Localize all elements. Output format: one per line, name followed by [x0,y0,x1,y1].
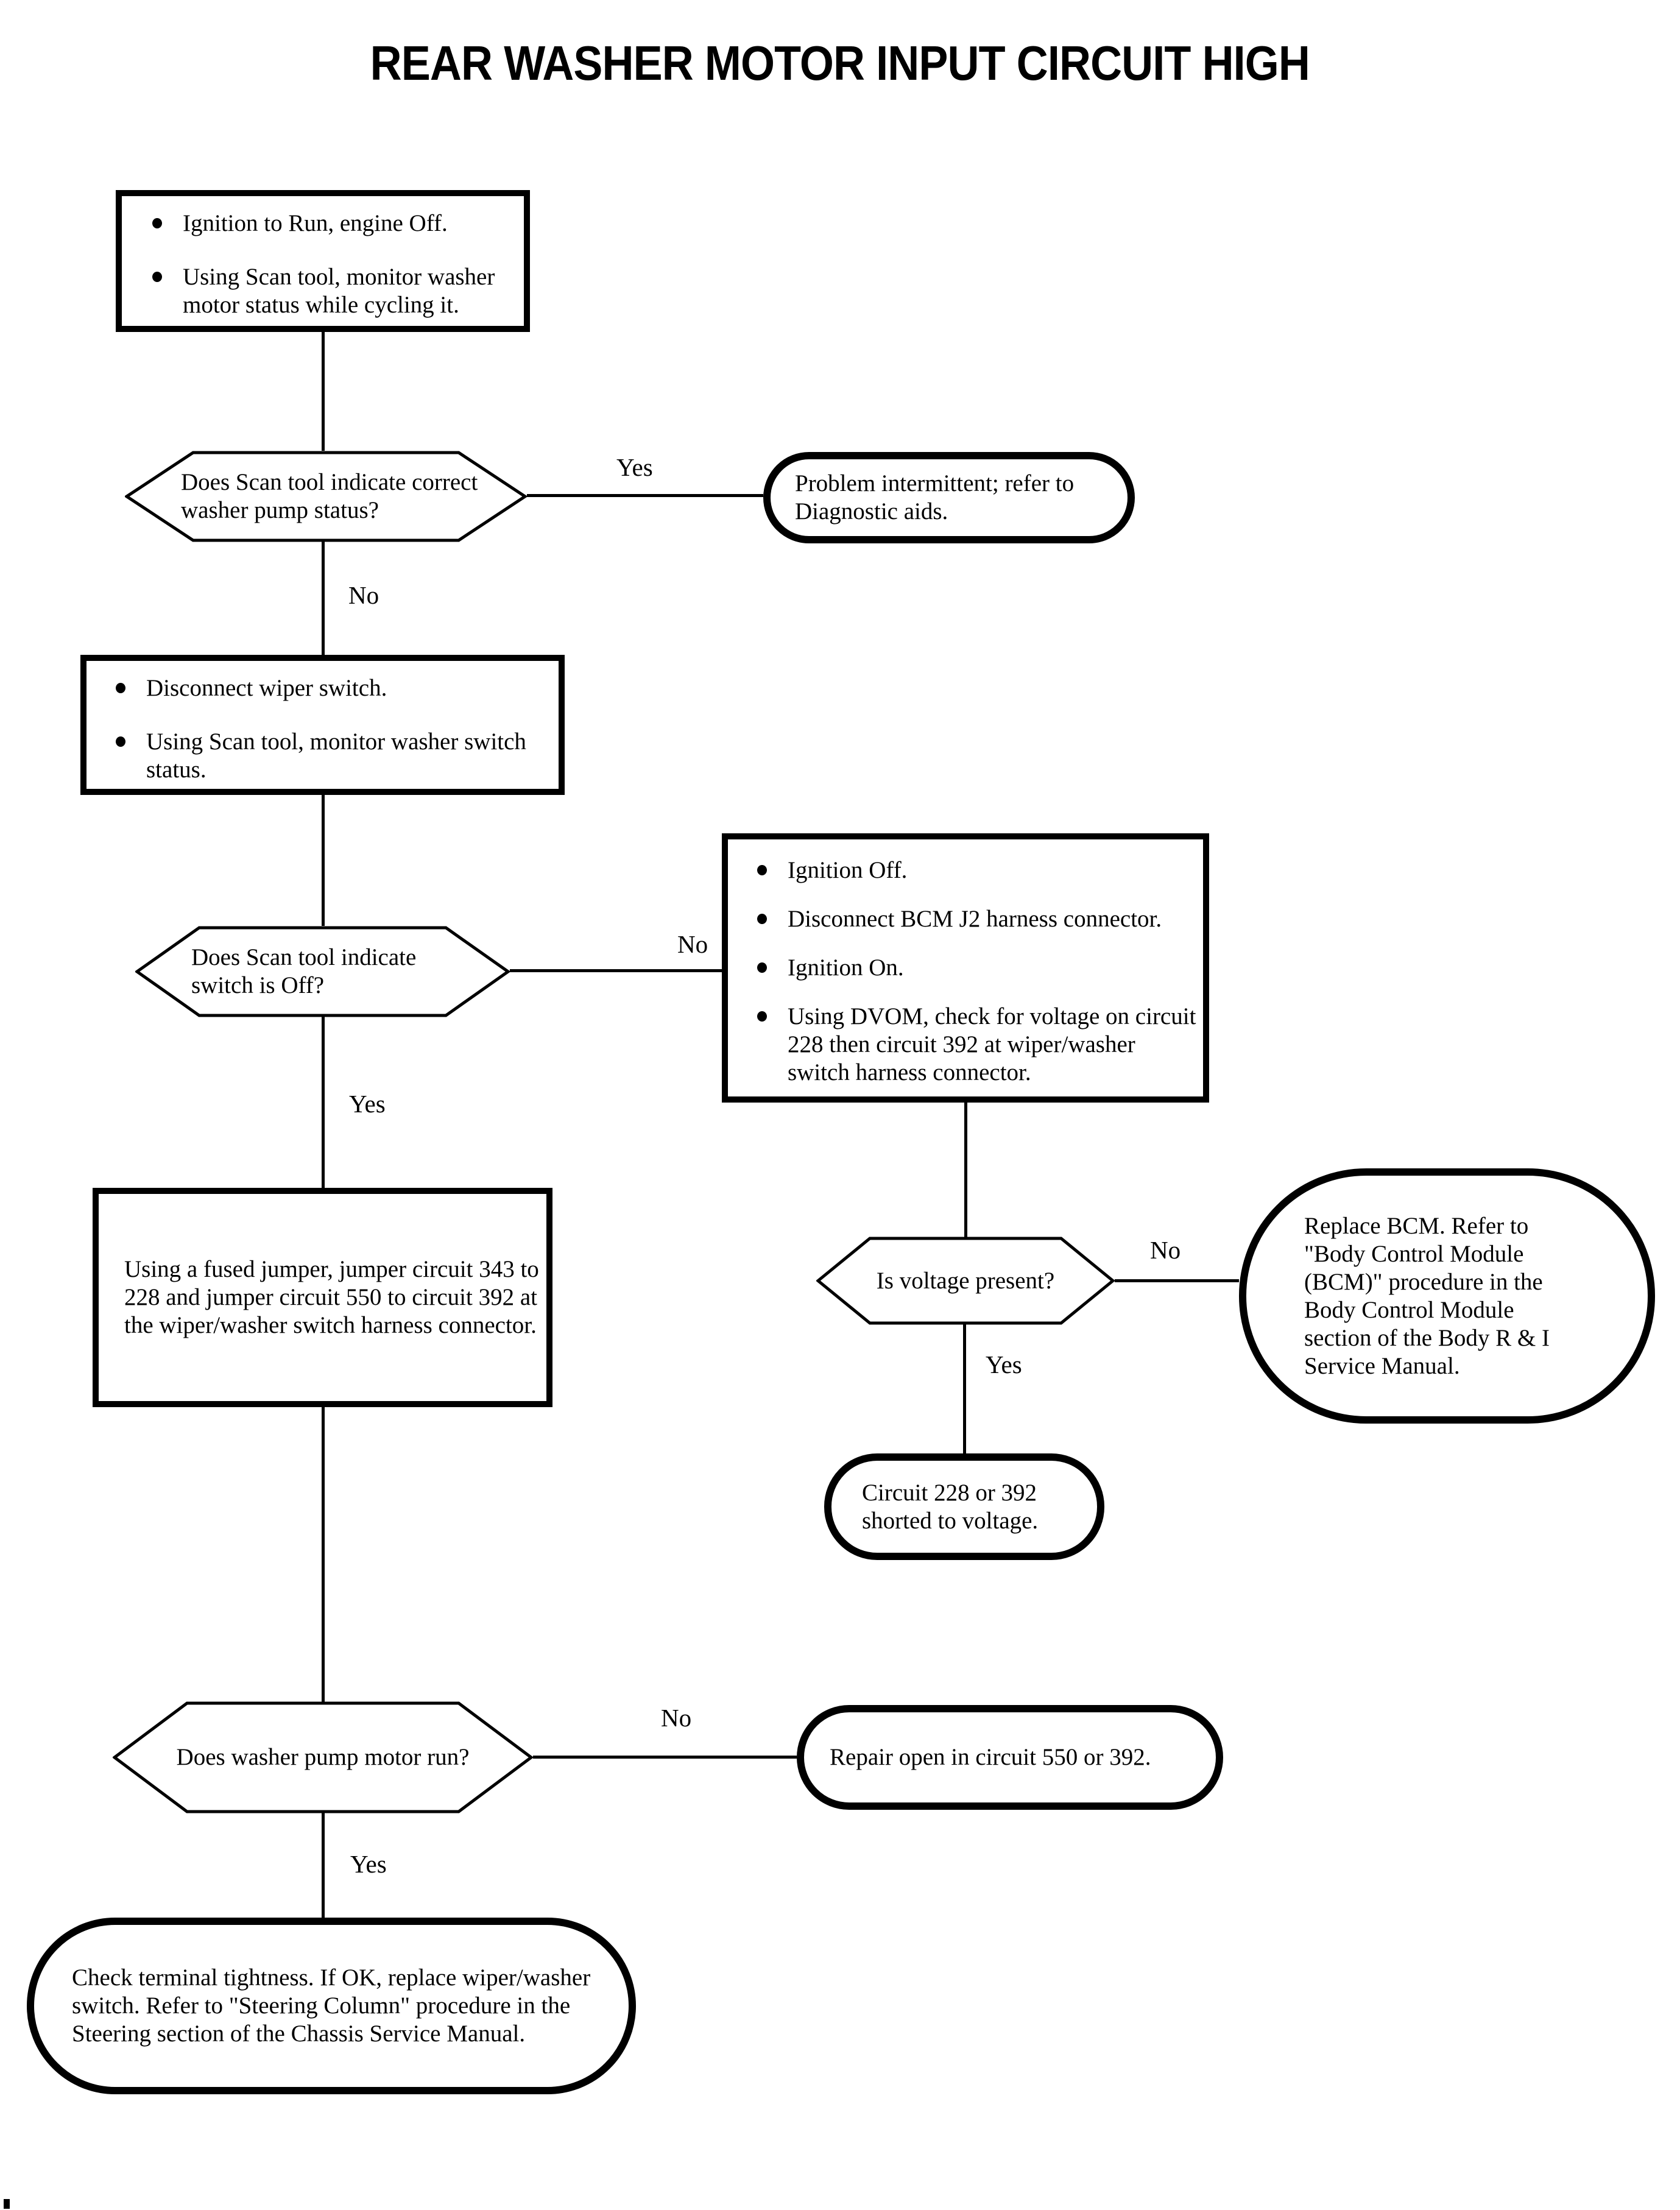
connector-pump-run-yes [322,1812,325,1918]
connector-start-to-pump-status [322,332,325,451]
hexagon-shape [135,926,510,1017]
bullet-item: Ignition to Run, engine Off. [151,210,518,238]
node-terminal-intermittent: Problem intermittent; refer to Diagnosti… [763,452,1135,543]
edge-label-no: No [661,1704,692,1732]
decision-question: Does Scan tool indicate correct washer p… [181,469,478,523]
bullet-item: Ignition Off. [756,856,1198,884]
terminal-text: Repair open in circuit 550 or 392. [830,1744,1151,1770]
node-decision-voltage-present: Is voltage present? [816,1237,1115,1325]
edge-label-no: No [677,930,708,958]
bullet-item: Disconnect BCM J2 harness connector. [756,905,1198,933]
decision-question: Does Scan tool indicate switch is Off? [191,944,417,998]
decision-question: Is voltage present? [876,1267,1055,1294]
hexagon-shape [113,1701,533,1813]
node-process-monitor-switch: Disconnect wiper switch. Using Scan tool… [80,655,565,795]
connector-jumper-to-pump-run [322,1407,325,1703]
terminal-text: Circuit 228 or 392 shorted to voltage. [862,1479,1039,1534]
hexagon-shape [816,1237,1115,1325]
edge-label-yes: Yes [350,1850,387,1878]
node-terminal-replace-bcm: Replace BCM. Refer to "Body Control Modu… [1239,1168,1655,1424]
connector-pump-run-no [533,1756,797,1759]
node-start-process: Ignition to Run, engine Off. Using Scan … [116,190,530,332]
node-decision-pump-status: Does Scan tool indicate correct washer p… [125,451,527,542]
terminal-text: Check terminal tightness. If OK, replace… [72,1965,591,2047]
bullet-item: Using Scan tool, monitor washer switch s… [115,728,554,784]
bullet-item: Disconnect wiper switch. [115,674,554,702]
hexagon-shape [125,451,527,542]
edge-label-yes: Yes [349,1090,386,1118]
bullet-item: Ignition On. [756,954,1198,982]
edge-label-no: No [348,581,379,609]
connector-voltage-present-no [1115,1279,1239,1282]
connector-pump-status-no [322,541,325,655]
terminal-text: Problem intermittent; refer to Diagnosti… [795,470,1075,524]
connector-switch-off-no [510,969,722,972]
connector-switch-off-yes [322,1016,325,1188]
node-terminal-repair-open: Repair open in circuit 550 or 392. [797,1705,1223,1810]
decision-question: Does washer pump motor run? [176,1744,470,1770]
bullet-item: Using Scan tool, monitor washer motor st… [151,263,518,319]
scan-artifact [4,2199,10,2209]
terminal-text: Replace BCM. Refer to "Body Control Modu… [1304,1212,1550,1379]
connector-voltage-present-yes [963,1324,966,1453]
process-text: Using a fused jumper, jumper circuit 343… [124,1256,539,1338]
connector-monitor-to-switch-off [322,794,325,926]
node-terminal-short: Circuit 228 or 392 shorted to voltage. [824,1453,1104,1560]
node-terminal-check-tightness: Check terminal tightness. If OK, replace… [27,1918,636,2094]
page-title-text: REAR WASHER MOTOR INPUT CIRCUIT HIGH [370,36,1310,90]
page-title: REAR WASHER MOTOR INPUT CIRCUIT HIGH [0,35,1680,91]
connector-voltage-check-to-decision [964,1101,967,1238]
node-process-fused-jumper: Using a fused jumper, jumper circuit 343… [93,1188,552,1407]
connector-pump-status-yes [527,494,763,497]
node-process-check-voltage: Ignition Off. Disconnect BCM J2 harness … [722,833,1209,1103]
edge-label-no: No [1150,1236,1181,1264]
node-decision-pump-run: Does washer pump motor run? [113,1701,533,1813]
edge-label-yes: Yes [616,453,653,481]
bullet-item: Using DVOM, check for voltage on circuit… [756,1003,1198,1087]
edge-label-yes: Yes [986,1350,1022,1379]
node-decision-switch-off: Does Scan tool indicate switch is Off? [135,926,510,1017]
